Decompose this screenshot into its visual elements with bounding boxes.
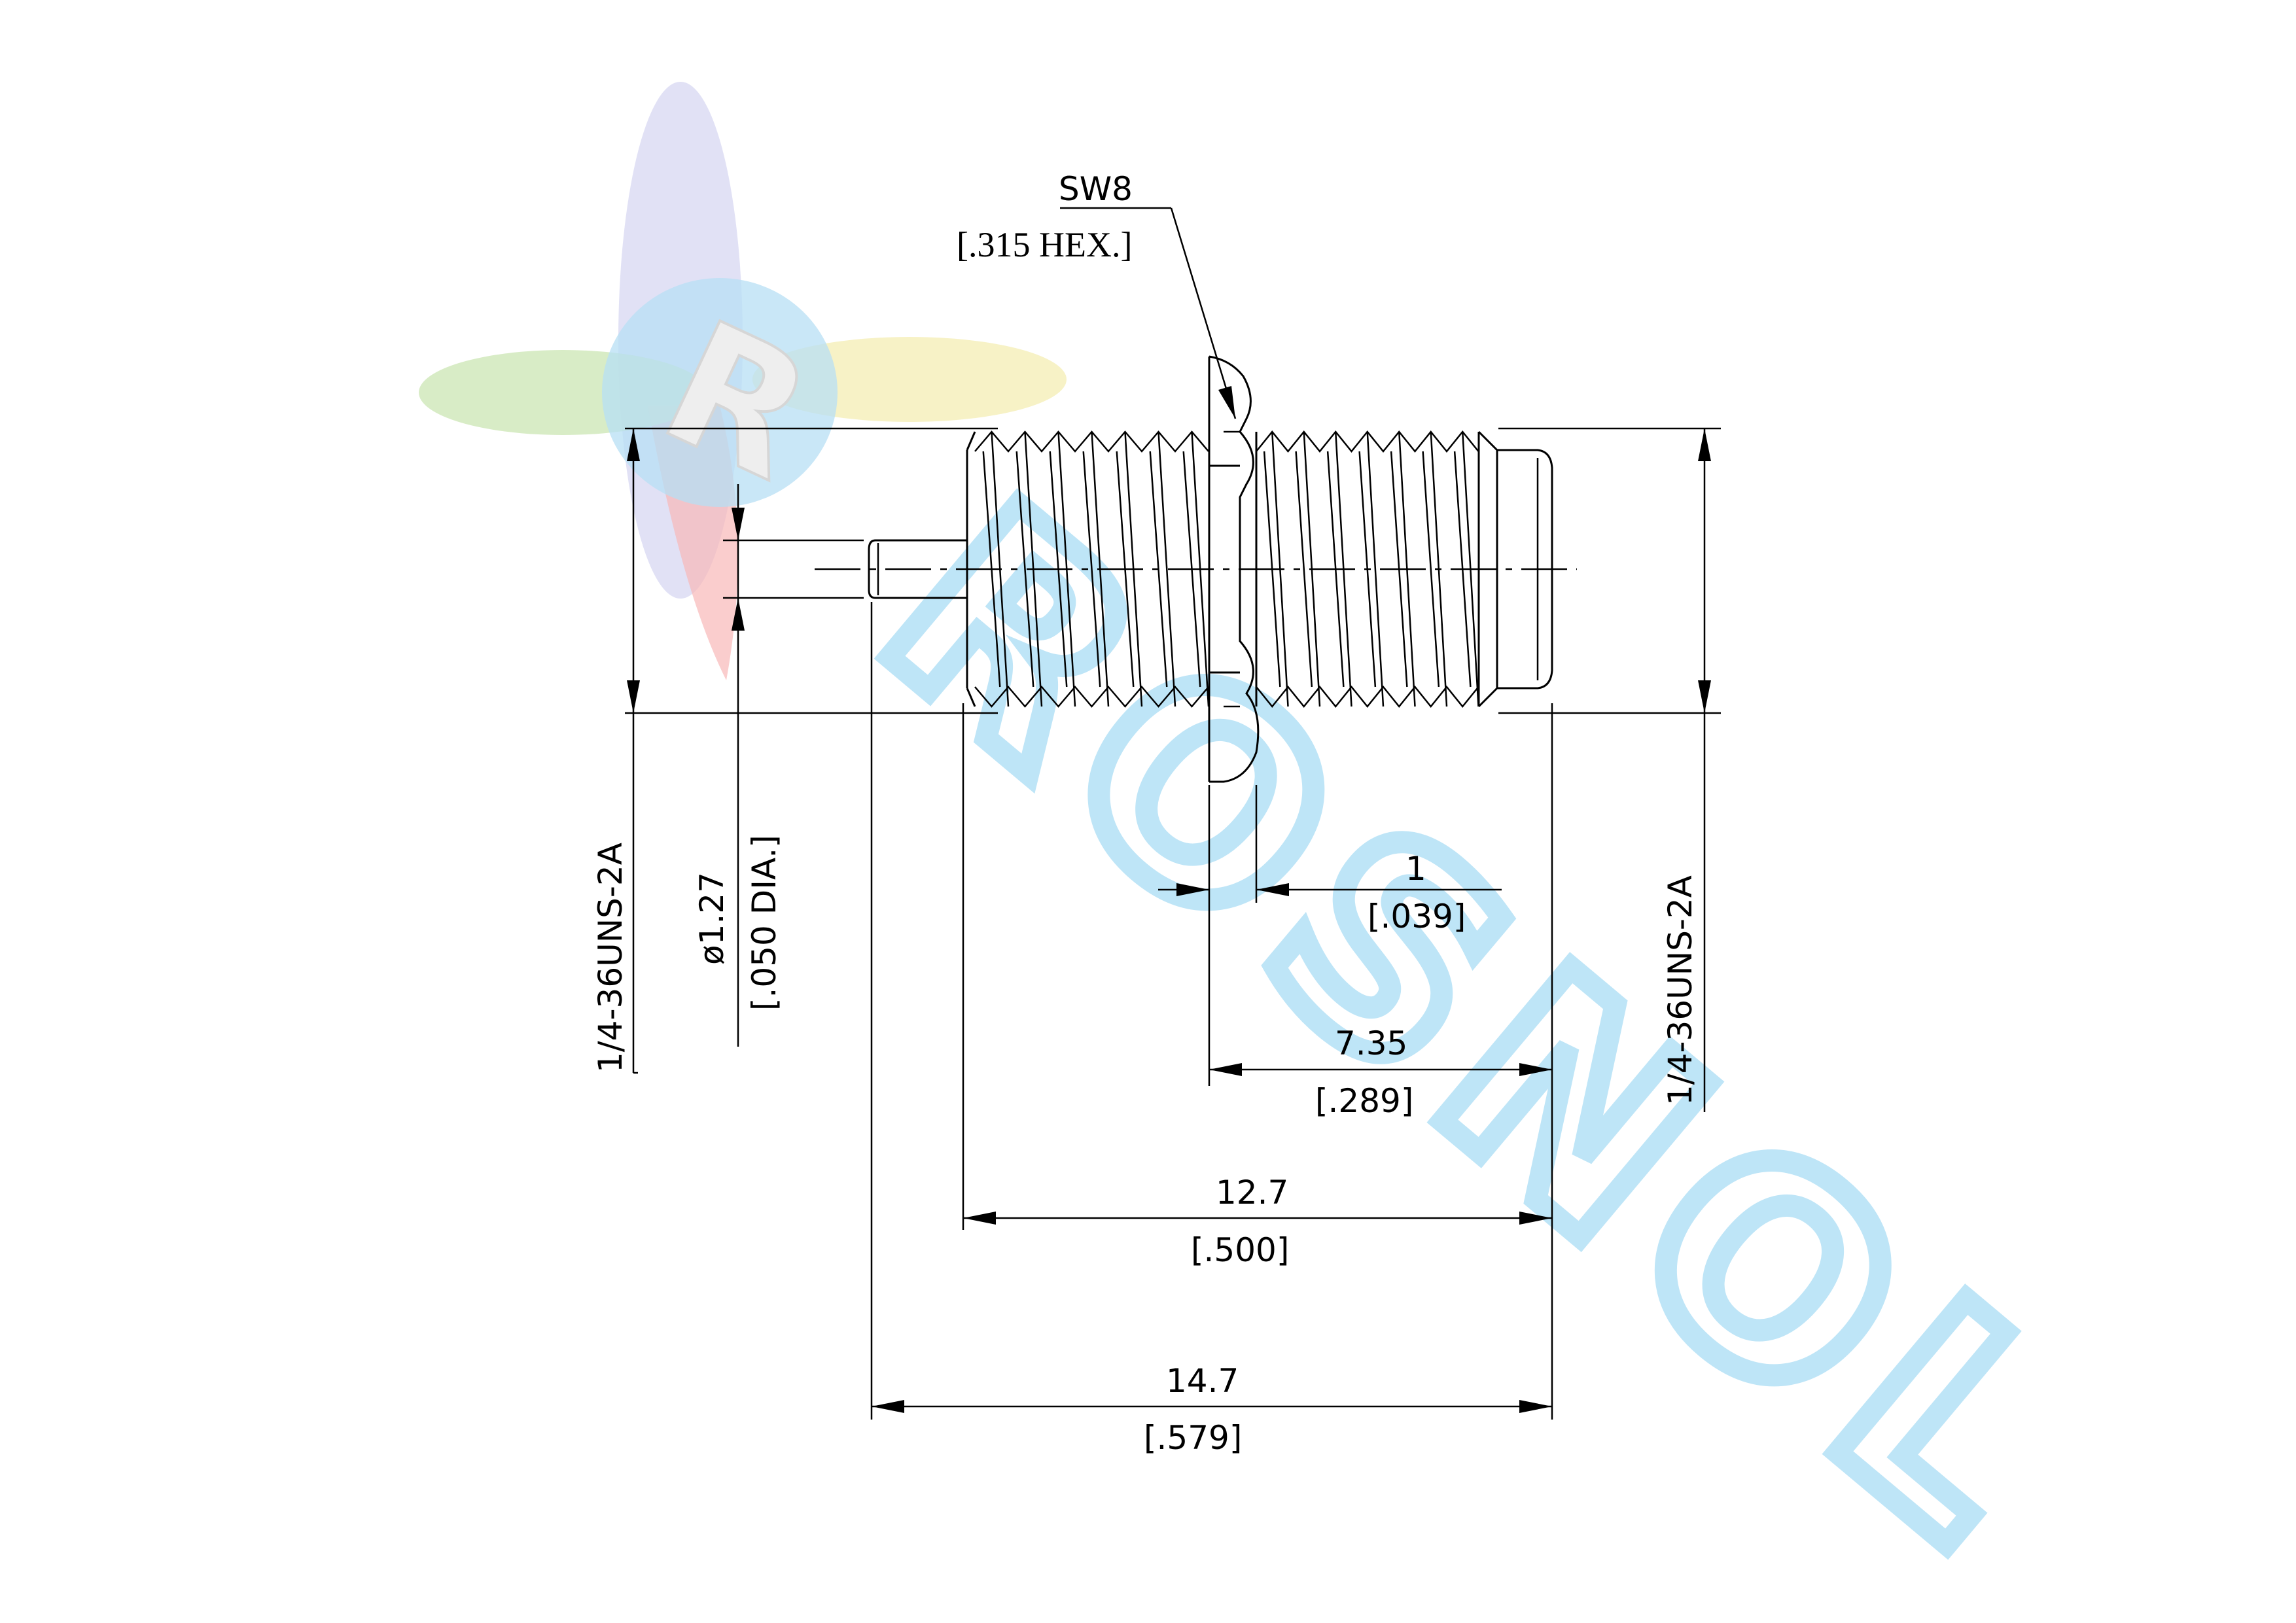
contact-pin [868, 539, 967, 599]
watermark-brand-text: ROSNOL [828, 446, 2136, 1616]
thread-left-label: 1/4-36UNS-2A [592, 843, 629, 1073]
overall-len-mm-label: 14.7 [1166, 1362, 1239, 1400]
hex-nut [1208, 355, 1260, 783]
dimension-lines [627, 207, 1711, 1413]
overall-len-inch-label: [.579] [1144, 1419, 1242, 1457]
right-thread-body [1256, 430, 1498, 708]
pin-dia-label: ø1.27 [693, 872, 731, 965]
watermark-brand: ROSNOL [817, 435, 2147, 1623]
pin-dia-inch-label: [.050 DIA.] [745, 835, 783, 1011]
extension-lines [625, 427, 1721, 1420]
flange-mm-label: 1 [1405, 850, 1426, 888]
dimension-texts: SW8 [.315 HEX.] 1/4-36UNS-2A ø1.27 [.050… [592, 170, 1699, 1457]
left-thread-body [966, 430, 1210, 708]
hex-to-end-mm-label: 7.35 [1335, 1024, 1407, 1062]
thread-right-label: 1/4-36UNS-2A [1661, 875, 1699, 1106]
hex-size-inch-label: [.315 HEX.] [957, 225, 1132, 264]
hex-to-end-inch-label: [.289] [1315, 1082, 1413, 1120]
body-len-inch-label: [.500] [1191, 1231, 1289, 1269]
body-len-mm-label: 12.7 [1216, 1174, 1288, 1212]
flange-inch-label: [.039] [1368, 898, 1466, 935]
connector-part [815, 355, 1577, 783]
hex-size-label: SW8 [1059, 170, 1133, 208]
front-face [1497, 449, 1553, 689]
